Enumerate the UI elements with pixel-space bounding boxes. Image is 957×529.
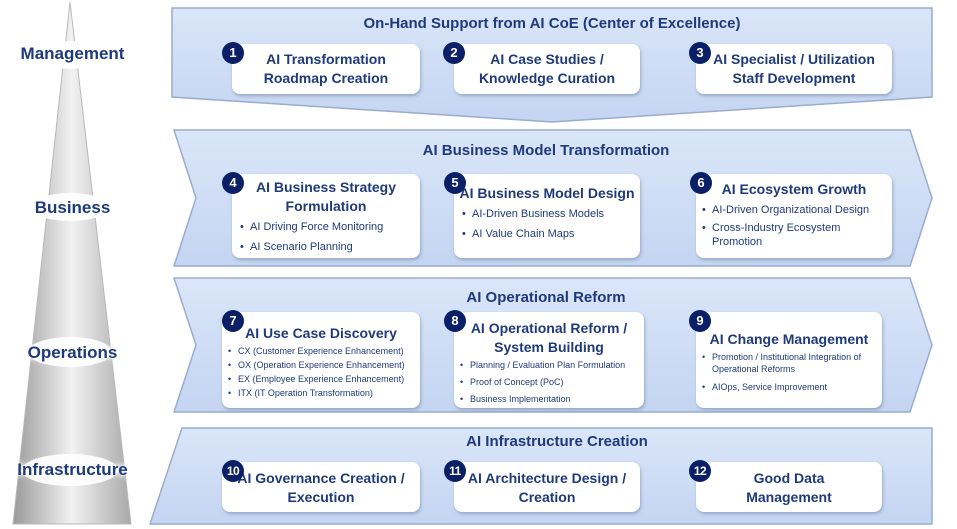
card-title: AI Architecture Design / Creation	[467, 470, 627, 505]
number-badge-4: 4	[222, 172, 244, 194]
card-change-management: AI Change Management Promotion / Institu…	[696, 312, 882, 408]
operations-banner-title: AI Operational Reform	[466, 289, 626, 306]
number-badge-6: 6	[690, 172, 712, 194]
bullet-item: AI-Driven Organizational Design	[702, 203, 892, 217]
bullet-item: CX (Customer Experience Enhancement)	[228, 345, 420, 357]
bullet-item: AI-Driven Business Models	[462, 207, 640, 221]
bullet-item: Proof of Concept (PoC)	[460, 376, 644, 388]
bullet-item: AI Scenario Planning	[240, 240, 420, 254]
level-infrastructure-label: Infrastructure	[17, 460, 128, 479]
level-management-label: Management	[20, 44, 125, 63]
card-title: AI Ecosystem Growth	[721, 181, 867, 197]
number-badge-9: 9	[689, 310, 711, 332]
card-title: AI Business Strategy Formulation	[255, 179, 397, 214]
number-badge-2: 2	[443, 42, 465, 64]
management-banner-title: On-Hand Support from AI CoE (Center of E…	[363, 15, 741, 32]
number-badge-5: 5	[444, 172, 466, 194]
number-badge-8: 8	[444, 310, 466, 332]
card-title: AI Specialist / Utilization Staff Develo…	[713, 51, 875, 86]
bullet-item: Promotion / Institutional Integration of…	[702, 351, 882, 375]
number-badge-1: 1	[222, 42, 244, 64]
number-badge-3: 3	[689, 42, 711, 64]
card-case-studies: AI Case Studies / Knowledge Curation	[454, 44, 640, 94]
bullet-list: AI Driving Force Monitoring AI Scenario …	[232, 220, 420, 254]
card-title: AI Transformation Roadmap Creation	[263, 51, 389, 86]
bullet-list: CX (Customer Experience Enhancement) OX …	[222, 345, 420, 399]
number-badge-12: 12	[689, 460, 711, 482]
card-business-model-design: AI Business Model Design AI-Driven Busin…	[454, 174, 640, 258]
number-badge-7: 7	[222, 310, 244, 332]
card-title: Good Data Management	[746, 470, 832, 505]
card-title: AI Governance Creation / Execution	[237, 470, 405, 505]
card-architecture-design: AI Architecture Design / Creation	[454, 462, 640, 512]
card-title: AI Change Management	[709, 331, 869, 347]
bullet-item: OX (Operation Experience Enhancement)	[228, 359, 420, 371]
card-business-strategy: AI Business Strategy Formulation AI Driv…	[232, 174, 420, 258]
card-use-case-discovery: AI Use Case Discovery CX (Customer Exper…	[222, 312, 420, 408]
bullet-item: AIOps, Service Improvement	[702, 381, 882, 393]
card-title: AI Operational Reform / System Building	[470, 320, 628, 355]
infrastructure-banner-title: AI Infrastructure Creation	[466, 433, 648, 450]
bullet-item: Planning / Evaluation Plan Formulation	[460, 359, 644, 371]
card-good-data-management: Good Data Management	[696, 462, 882, 512]
bullet-list: Promotion / Institutional Integration of…	[696, 351, 882, 393]
bullet-item: AI Value Chain Maps	[462, 227, 640, 241]
bullet-item: EX (Employee Experience Enhancement)	[228, 373, 420, 385]
card-operational-reform: AI Operational Reform / System Building …	[454, 312, 644, 408]
number-badge-11: 11	[444, 460, 466, 482]
card-title: AI Use Case Discovery	[245, 325, 397, 341]
business-banner-title: AI Business Model Transformation	[422, 142, 670, 159]
level-business-label: Business	[34, 198, 111, 217]
card-title: AI Case Studies / Knowledge Curation	[478, 51, 616, 86]
bullet-item: AI Driving Force Monitoring	[240, 220, 420, 234]
bullet-item: ITX (IT Operation Transformation)	[228, 387, 420, 399]
pyramid-graphic	[12, 1, 132, 525]
bullet-item: Business Implementation	[460, 393, 644, 405]
card-roadmap-creation: AI Transformation Roadmap Creation	[232, 44, 420, 94]
card-specialist-development: AI Specialist / Utilization Staff Develo…	[696, 44, 892, 94]
card-title: AI Business Model Design	[459, 185, 635, 201]
card-governance-creation: AI Governance Creation / Execution	[222, 462, 420, 512]
bullet-item: Cross-Industry Ecosystem Promotion	[702, 221, 892, 249]
level-operations-label: Operations	[27, 343, 118, 362]
number-badge-10: 10	[222, 460, 244, 482]
bullet-list: AI-Driven Business Models AI Value Chain…	[454, 207, 640, 241]
card-ecosystem-growth: AI Ecosystem Growth AI-Driven Organizati…	[696, 174, 892, 258]
bullet-list: AI-Driven Organizational Design Cross-In…	[696, 203, 892, 249]
bullet-list: Planning / Evaluation Plan Formulation P…	[454, 359, 644, 405]
